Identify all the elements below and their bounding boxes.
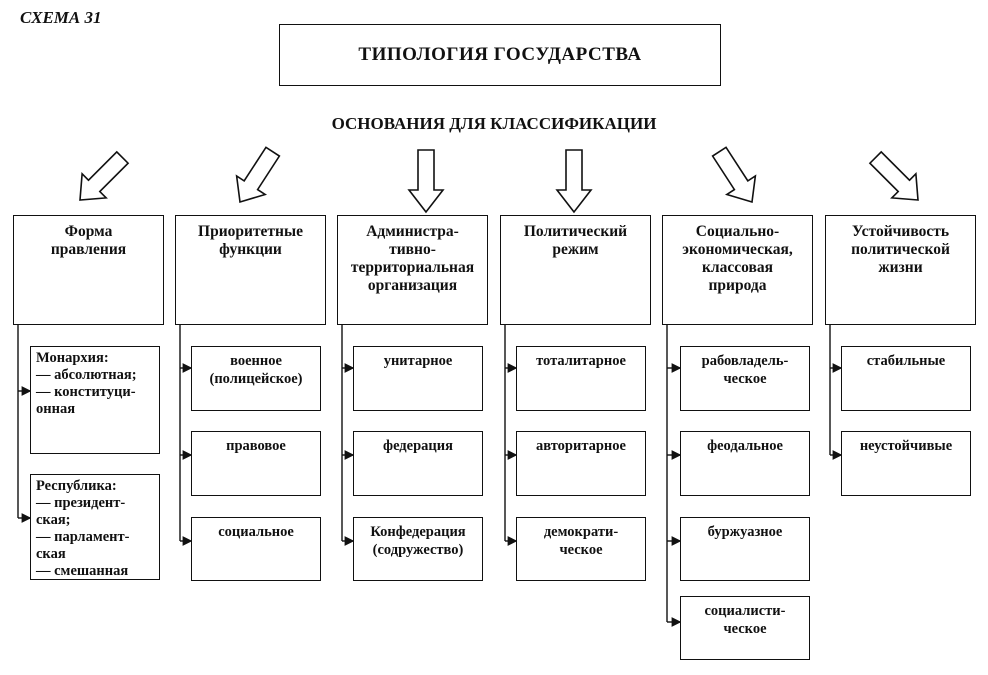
item-socialist: социалисти-ческое [680,596,810,660]
item-republic: Республика:— президент- ская;— парламент… [30,474,160,580]
item-stable: стабильные [841,346,971,411]
arrow-hollow-5 [711,146,757,204]
item-monarchy: Монархия:— абсолютная; — конституци-онна… [30,346,160,454]
item-confederation: Конфедерация(содружество) [353,517,483,581]
item-federation: федерация [353,431,483,496]
arrow-hollow-2 [235,146,281,204]
item-social: социальное [191,517,321,581]
arrow-hollow-3 [407,149,445,214]
item-democratic: демократи-ческое [516,517,646,581]
diagram-title: ТИПОЛОГИЯ ГОСУДАРСТВА [279,24,721,86]
item-feudal: феодальное [680,431,810,496]
item-legal: правовое [191,431,321,496]
item-unstable: неустойчивые [841,431,971,496]
item-bourgeois: буржуазное [680,517,810,581]
arrow-hollow-1 [79,150,130,201]
item-military: военное(полицейское) [191,346,321,411]
diagram-subtitle: ОСНОВАНИЯ ДЛЯ КЛАССИФИКАЦИИ [331,114,657,133]
arrow-hollow-6 [868,150,919,201]
arrow-hollow-4 [555,149,593,214]
item-authoritarian: авторитарное [516,431,646,496]
schema-label: СХЕМА 31 [20,8,102,27]
item-totalitarian: тоталитарное [516,346,646,411]
item-unitary: унитарное [353,346,483,411]
item-slaveholding: рабовладель-ческое [680,346,810,411]
